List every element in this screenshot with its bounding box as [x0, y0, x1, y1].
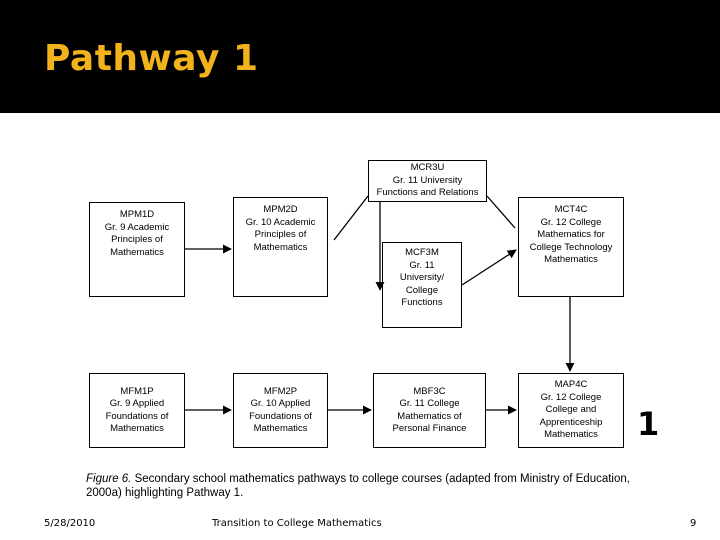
page-number: 9: [690, 518, 697, 529]
course-text-mfm2p: MFM2P Gr. 10 Applied Foundations of Math…: [249, 385, 312, 435]
course-box-mcf3m: MCF3M Gr. 11 University/ College Functio…: [382, 242, 462, 328]
course-box-mcr3u: MCR3U Gr. 11 University Functions and Re…: [368, 160, 487, 202]
course-box-mpm2d: MPM2D Gr. 10 Academic Principles of Math…: [233, 197, 328, 297]
course-box-mct4c: MCT4C Gr. 12 College Mathematics for Col…: [518, 197, 624, 297]
course-text-mbf3c: MBF3C Gr. 11 College Mathematics of Pers…: [392, 385, 467, 435]
course-text-map4c: MAP4C Gr. 12 College College and Apprent…: [539, 379, 603, 441]
course-text-mfm1p: MFM1P Gr. 9 Applied Foundations of Mathe…: [105, 385, 169, 435]
pathway-number: 1: [637, 405, 660, 443]
course-text-mcf3m: MCF3M Gr. 11 University/ College Functio…: [399, 247, 445, 308]
page-title: Pathway 1: [44, 38, 259, 79]
arrow-mcf3m-to-mct4c: [461, 249, 517, 286]
course-text-mpm1d: MPM1D Gr. 9 Academic Principles of Mathe…: [104, 209, 170, 258]
course-box-mfm1p: MFM1P Gr. 9 Applied Foundations of Mathe…: [89, 373, 185, 448]
figure-caption-text: Secondary school mathematics pathways to…: [86, 473, 630, 499]
course-text-mpm2d: MPM2D Gr. 10 Academic Principles of Math…: [245, 204, 316, 253]
course-box-mpm1d: MPM1D Gr. 9 Academic Principles of Mathe…: [89, 202, 185, 297]
course-box-mbf3c: MBF3C Gr. 11 College Mathematics of Pers…: [373, 373, 486, 448]
course-box-map4c: MAP4C Gr. 12 College College and Apprent…: [518, 373, 624, 448]
course-text-mcr3u: MCR3U Gr. 11 University Functions and Re…: [376, 162, 479, 199]
arrow-mcr3u-to-mct4c: [486, 195, 516, 229]
title-bar: Pathway 1: [0, 0, 720, 113]
figure-label: Figure 6.: [86, 473, 132, 485]
footer-date: 5/28/2010: [44, 518, 96, 529]
figure-caption: Figure 6. Secondary school mathematics p…: [86, 472, 646, 500]
footer-title: Transition to College Mathematics: [212, 518, 382, 529]
course-box-mfm2p: MFM2P Gr. 10 Applied Foundations of Math…: [233, 373, 328, 448]
course-text-mct4c: MCT4C Gr. 12 College Mathematics for Col…: [529, 204, 613, 265]
arrow-mpm2d-to-mcr3u: [333, 195, 369, 241]
